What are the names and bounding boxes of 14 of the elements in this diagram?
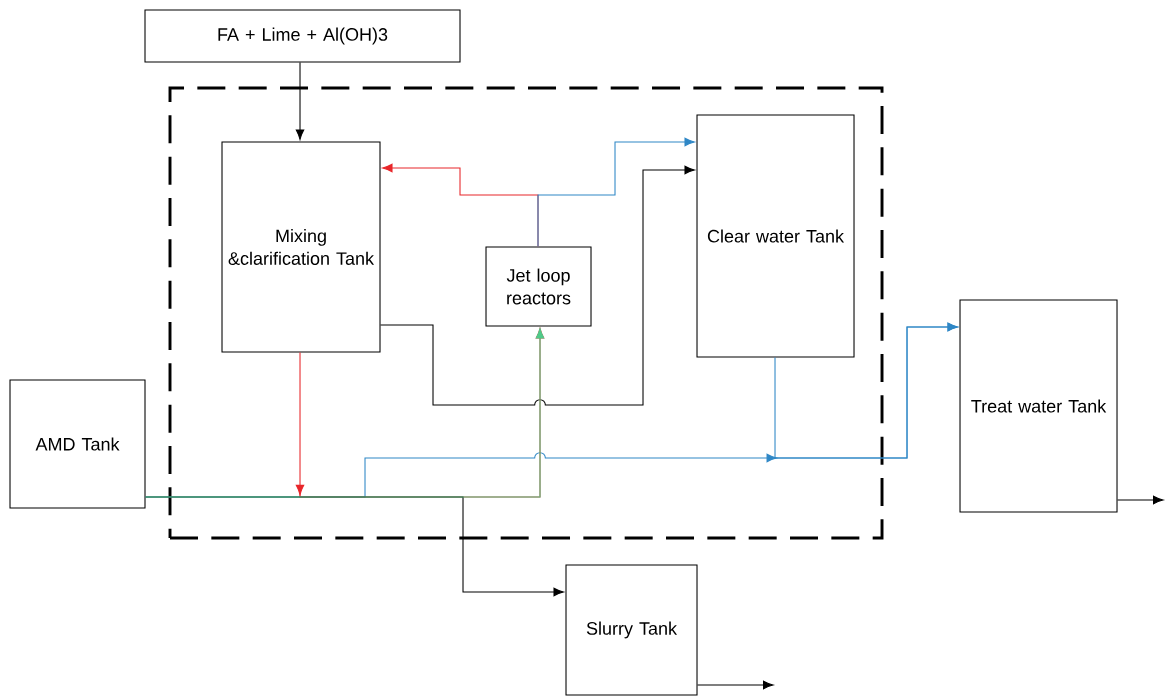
- tank-box: Mixing &clarification Tank: [221, 141, 381, 353]
- tank-box: Treat water Tank: [959, 299, 1118, 513]
- tank-box: AMD Tank: [9, 379, 146, 509]
- system-boundary: [168, 86, 884, 540]
- input-box: FA + Lime + Al(OH)3: [144, 9, 461, 63]
- flow-arrow: [295, 62, 305, 140]
- flow-arrow: [1117, 495, 1164, 505]
- reactor-box: Jet loop reactors: [485, 246, 592, 327]
- tank-box: Clear water Tank: [696, 114, 855, 358]
- flow-arrow: [697, 680, 774, 690]
- tank-box: Slurry Tank: [565, 564, 698, 696]
- flow-arrow: [380, 165, 695, 406]
- flow-arrow: [145, 328, 545, 498]
- flow-arrow: [537, 137, 695, 247]
